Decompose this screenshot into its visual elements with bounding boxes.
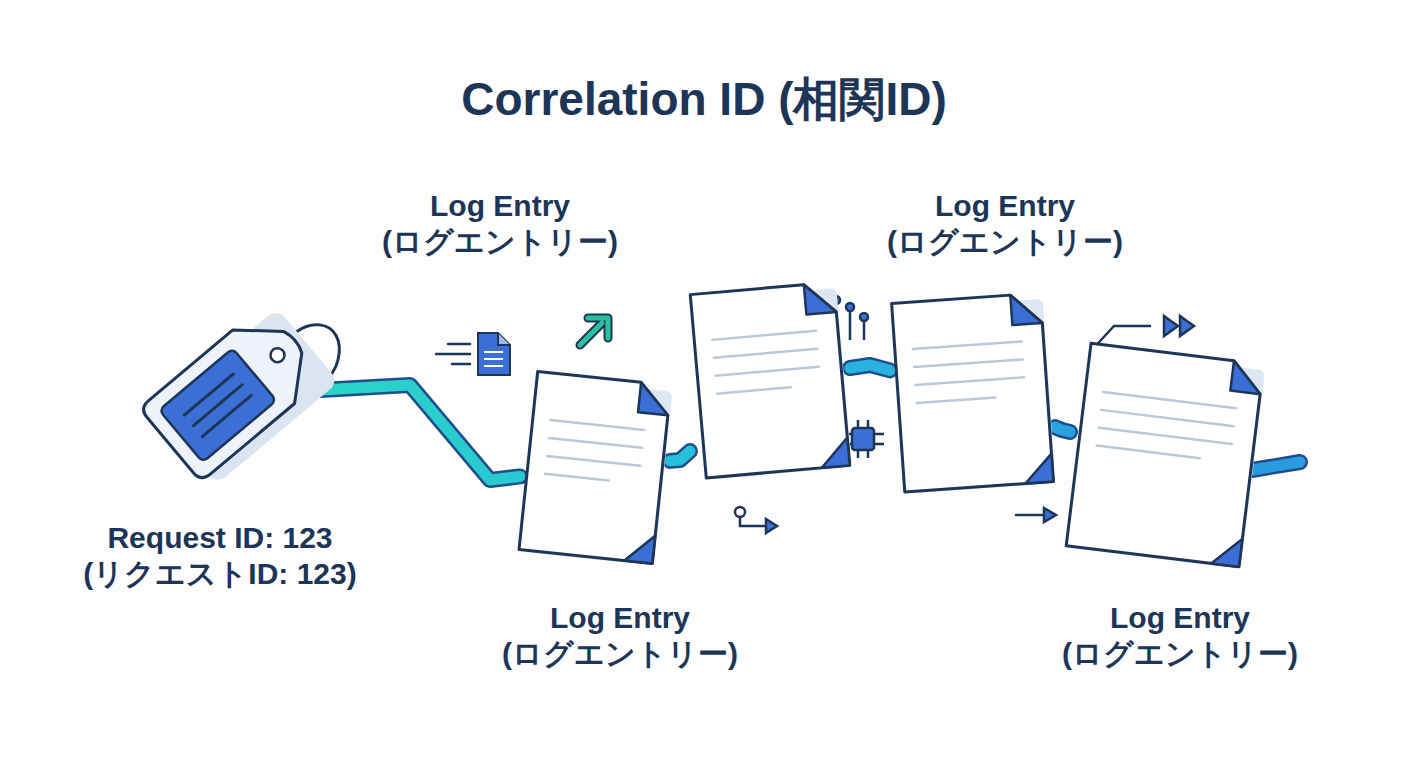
log-document: Log Entry (ログエントリー) [890,290,1055,495]
request-tag: Request ID: 123 (リクエストID: 123) [140,295,320,495]
doc-icon [436,333,510,375]
node-outline [1070,345,1260,565]
diagram-title: Correlation ID (相関ID) [0,72,1408,127]
document-shape [519,371,671,563]
request-id-label: Request ID: 123 (リクエストID: 123) [50,520,390,592]
ribbon-tail [1252,462,1300,470]
correlation-ribbon [320,385,520,480]
connector-group [1055,427,1070,432]
connector-outline [320,385,520,480]
connector-group [670,451,690,461]
log-document: Log Entry (ログエントリー) [1070,345,1260,565]
correlation-ribbon [670,451,690,461]
connector-outline [1055,427,1070,432]
log-entry-label: Log Entry (ログエントリー) [1030,600,1330,672]
log-entry-label: Log Entry (ログエントリー) [350,188,650,260]
document-shape [1066,343,1264,567]
connector-group [850,365,890,370]
document-shape [892,293,1054,492]
correlation-ribbon [1055,427,1070,432]
green-arrow [580,318,608,345]
id-tag [139,299,339,491]
node-outline [140,295,320,495]
connector-outline [850,365,890,370]
connector-group [320,385,520,480]
node-outline [890,290,1055,495]
log-document: Log Entry (ログエントリー) [690,280,850,480]
node-outline [520,370,670,565]
small-arrow [1016,508,1056,522]
connector-outline [670,451,690,461]
ribbon-tail-outline [1252,462,1300,470]
document-shape [690,282,849,478]
node-outline [690,280,850,480]
correlation-ribbon [850,365,890,370]
small-arrow [735,507,777,533]
log-document: Log Entry (ログエントリー) [520,370,670,565]
log-entry-label: Log Entry (ログエントリー) [470,600,770,672]
log-entry-label: Log Entry (ログエントリー) [855,188,1155,260]
